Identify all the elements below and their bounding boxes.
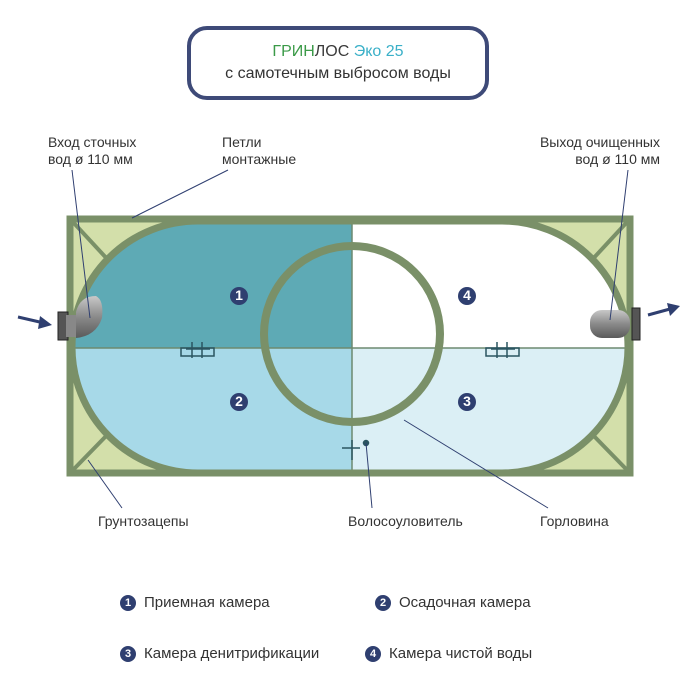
legend-num: 2 (375, 594, 391, 611)
overflow-left (180, 342, 215, 358)
outlet-arrow-icon (647, 303, 680, 317)
neck-circle (260, 242, 444, 426)
model: Эко 25 (353, 43, 404, 60)
legend-label: Приемная камера (144, 594, 270, 611)
marker-4: 4 (463, 287, 471, 303)
brand-green: ГРИН (272, 43, 315, 60)
marker-2: 2 (235, 393, 243, 409)
legend-chamber-4: 4 Камера чистой воды (365, 645, 532, 662)
inlet-pipe (57, 296, 103, 341)
marker-1: 1 (235, 287, 243, 303)
loops-label: Петли (222, 134, 261, 150)
overflow-right (485, 342, 520, 358)
tank-body (68, 217, 632, 477)
legend-chamber-2: 2 Осадочная камера (375, 594, 531, 611)
leader-lines (71, 169, 629, 509)
inlet-label: Вход сточных (48, 134, 136, 150)
neck-label: Горловина (540, 513, 609, 529)
loops-label-2: монтажные (222, 151, 296, 167)
legend-chamber-3: 3 Камера денитрификации (120, 645, 319, 662)
legend-num: 1 (120, 594, 136, 611)
outlet-pipe (590, 307, 641, 341)
anchors (70, 219, 630, 473)
legend-label: Камера денитрификации (144, 645, 320, 662)
title-box: ГРИНЛОС Эко 25 с самотечным выбросом вод… (187, 26, 489, 100)
legend-label: Осадочная камера (399, 594, 531, 611)
subtitle: с самотечным выбросом воды (225, 65, 451, 82)
outlet-label-2: вод ø 110 мм (575, 151, 660, 167)
legend-label: Камера чистой воды (389, 645, 533, 662)
legend-num: 4 (365, 645, 381, 662)
legend-num: 3 (120, 645, 136, 662)
product-title: ГРИНЛОС Эко 25 (191, 43, 485, 61)
brand-dark: ЛОС (314, 43, 350, 60)
legend-chamber-1: 1 Приемная камера (120, 594, 270, 611)
chamber-markers (230, 287, 476, 411)
inlet-label-2: вод ø 110 мм (48, 151, 133, 167)
marker-3: 3 (463, 393, 471, 409)
hair-trap-label: Волосоуловитель (348, 513, 463, 529)
anchors-label: Грунтозацепы (98, 513, 189, 529)
outlet-label: Выход очищенных (540, 134, 660, 150)
inlet-arrow-icon (17, 315, 52, 329)
